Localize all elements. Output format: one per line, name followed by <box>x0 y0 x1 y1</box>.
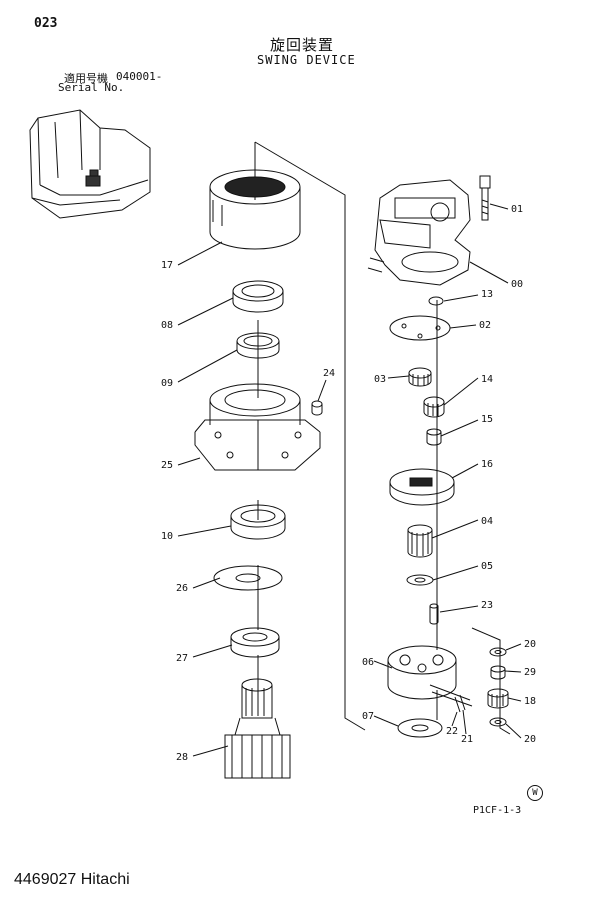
part-23-pin <box>429 603 439 625</box>
serial-label: Serial No. <box>58 81 125 94</box>
part-28-pinion-shaft <box>224 678 291 779</box>
part-00-swing-motor <box>367 179 471 286</box>
serial-label-japanese: 適用号機 <box>64 72 108 85</box>
part-22-spring-pin <box>454 694 466 713</box>
page-title: SWING DEVICE <box>257 53 356 67</box>
part-09-seal <box>236 332 280 359</box>
callout-22: 22 <box>446 726 458 737</box>
callout-20-bottom: 20 <box>524 734 536 745</box>
part-18-planet-gear <box>487 688 509 709</box>
callout-26: 26 <box>176 583 188 594</box>
part-05-thrust-washer <box>406 574 434 586</box>
part-01-bolt <box>479 175 491 221</box>
machine-thumbnail <box>29 109 151 219</box>
callout-05: 05 <box>481 561 493 572</box>
callout-labels: 17 08 09 24 25 10 26 27 28 01 00 13 02 0… <box>161 204 536 763</box>
callout-29: 29 <box>524 667 536 678</box>
part-10-bearing <box>230 504 286 540</box>
callout-04: 04 <box>481 516 493 527</box>
part-15-needle-bearing <box>426 428 442 446</box>
part-14-planetary-gear <box>423 396 445 418</box>
callout-28: 28 <box>176 752 188 763</box>
callout-14: 14 <box>481 374 493 385</box>
callout-27: 27 <box>176 653 188 664</box>
leader-lines <box>177 203 522 757</box>
footer-caption: 4469027 Hitachi <box>14 871 130 888</box>
part-27-collar <box>230 627 280 658</box>
callout-06: 06 <box>362 657 374 668</box>
part-03-sun-gear <box>408 367 432 387</box>
part-02-plate <box>389 315 451 341</box>
callout-21: 21 <box>461 734 473 745</box>
part-17-ring-gear <box>209 169 301 250</box>
callout-13: 13 <box>481 289 493 300</box>
callout-00: 00 <box>511 279 523 290</box>
part-25-housing <box>194 383 321 471</box>
assembly-bracket-left <box>254 141 366 731</box>
part-06-carrier <box>387 645 473 707</box>
figure-code: P1CF-1-3 <box>473 805 522 816</box>
callout-18: 18 <box>524 696 536 707</box>
part-29-needle-bearing <box>490 665 506 680</box>
callout-08: 08 <box>161 320 173 331</box>
page-number: 023 <box>34 16 58 31</box>
part-24-plug <box>311 400 323 416</box>
callout-15: 15 <box>481 414 493 425</box>
callout-02: 02 <box>479 320 491 331</box>
assembly-bracket-right <box>436 300 511 735</box>
callout-03: 03 <box>374 374 386 385</box>
part-04-sun-gear <box>407 524 433 558</box>
callout-09: 09 <box>161 378 173 389</box>
callout-01: 01 <box>511 204 523 215</box>
part-07-thrust-plate <box>397 718 443 738</box>
callout-17: 17 <box>161 260 173 271</box>
serial-value: 040001- <box>116 70 163 83</box>
part-08-bearing <box>232 280 284 313</box>
callout-25: 25 <box>161 460 173 471</box>
part-16-carrier <box>389 468 455 506</box>
part-26-shim <box>213 565 283 591</box>
w-mark: W <box>527 785 543 801</box>
callout-16: 16 <box>481 459 493 470</box>
callout-07: 07 <box>362 711 374 722</box>
callout-23: 23 <box>481 600 493 611</box>
callout-10: 10 <box>161 531 173 542</box>
callout-24: 24 <box>323 368 335 379</box>
part-20-washer-bottom <box>489 717 507 727</box>
part-20-washer-top <box>489 647 507 657</box>
callout-20-top: 20 <box>524 639 536 650</box>
page-title-japanese: 旋回装置 <box>270 36 335 54</box>
part-13-o-ring <box>428 296 444 306</box>
